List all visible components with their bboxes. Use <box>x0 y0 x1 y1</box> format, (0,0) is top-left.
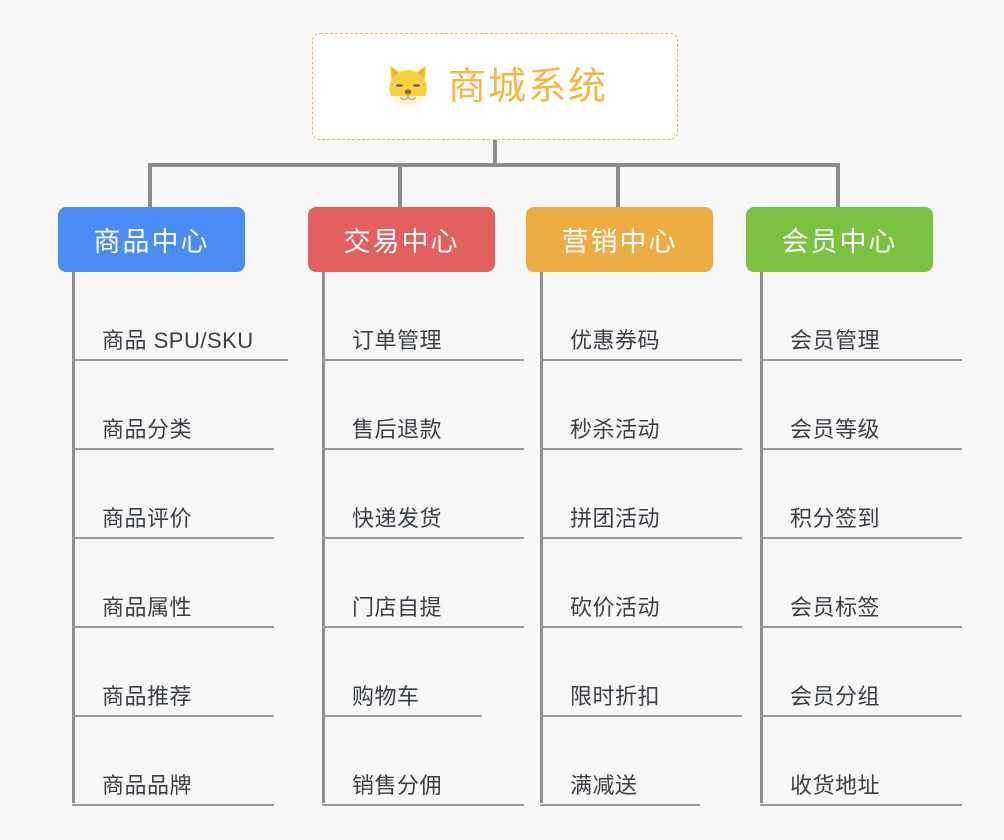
branch-column-member-center: 会员中心 会员管理 会员等级 积分签到 会员标签 会员分组 收货地址 <box>746 207 986 806</box>
leaf-item-label: 秒杀活动 <box>570 417 661 442</box>
leaf-item-label: 拼团活动 <box>570 506 661 531</box>
leaf-item[interactable]: 秒杀活动 <box>526 361 766 450</box>
leaf-item-label: 商品评价 <box>102 506 193 531</box>
leaf-item[interactable]: 拼团活动 <box>526 450 766 539</box>
leaf-item[interactable]: 销售分佣 <box>308 717 548 806</box>
leaf-underline <box>72 804 274 806</box>
leaf-underline <box>540 448 742 450</box>
leaf-item[interactable]: 门店自提 <box>308 539 548 628</box>
branch-column-product-center: 商品中心 商品 SPU/SKU 商品分类 商品评价 商品属性 商品推荐 商品品牌 <box>58 207 298 806</box>
leaf-item-label: 收货地址 <box>790 773 881 798</box>
leaf-item-label: 商品推荐 <box>102 684 193 709</box>
leaf-item-label: 订单管理 <box>352 328 443 353</box>
leaf-underline <box>540 715 742 717</box>
branch-header-label: 营销中心 <box>561 227 678 257</box>
leaf-underline <box>72 359 288 361</box>
leaf-item-label: 快递发货 <box>352 506 443 531</box>
branch-header-member-center[interactable]: 会员中心 <box>746 207 933 272</box>
leaf-item-label: 会员分组 <box>790 684 881 709</box>
leaf-underline <box>760 537 962 539</box>
leaf-item[interactable]: 售后退款 <box>308 361 548 450</box>
leaf-item-label: 会员管理 <box>790 328 881 353</box>
leaf-underline <box>760 626 962 628</box>
leaf-item[interactable]: 收货地址 <box>746 717 986 806</box>
root-node-mall-system[interactable]: 商城系统 <box>312 33 678 140</box>
branch-header-label: 会员中心 <box>781 227 898 257</box>
leaf-item-label: 满减送 <box>570 773 638 798</box>
branch-column-marketing-center: 营销中心 优惠券码 秒杀活动 拼团活动 砍价活动 限时折扣 满减送 <box>526 207 766 806</box>
leaf-item[interactable]: 砍价活动 <box>526 539 766 628</box>
root-node-title: 商城系统 <box>447 65 608 108</box>
leaf-underline <box>72 715 274 717</box>
leaf-item-label: 售后退款 <box>352 417 443 442</box>
branch-header-label: 交易中心 <box>343 227 460 257</box>
leaf-underline <box>72 537 274 539</box>
leaf-item-label: 会员等级 <box>790 417 881 442</box>
leaf-underline <box>540 804 700 806</box>
leaf-underline <box>322 537 524 539</box>
leaf-underline <box>72 626 274 628</box>
connector-horizontal-bar <box>148 163 840 167</box>
leaf-item[interactable]: 会员标签 <box>746 539 986 628</box>
leaf-item-label: 购物车 <box>352 684 420 709</box>
leaf-underline <box>540 626 742 628</box>
leaf-underline <box>72 448 274 450</box>
branch-column-trade-center: 交易中心 订单管理 售后退款 快递发货 门店自提 购物车 销售分佣 <box>308 207 548 806</box>
leaf-list-member-center: 会员管理 会员等级 积分签到 会员标签 会员分组 收货地址 <box>746 272 986 806</box>
leaf-item[interactable]: 商品推荐 <box>58 628 298 717</box>
leaf-underline <box>322 448 524 450</box>
leaf-item-label: 会员标签 <box>790 595 881 620</box>
branch-header-trade-center[interactable]: 交易中心 <box>308 207 495 272</box>
leaf-underline <box>540 537 742 539</box>
leaf-item[interactable]: 快递发货 <box>308 450 548 539</box>
leaf-item[interactable]: 积分签到 <box>746 450 986 539</box>
branch-header-product-center[interactable]: 商品中心 <box>58 207 245 272</box>
leaf-item[interactable]: 商品评价 <box>58 450 298 539</box>
leaf-item-label: 限时折扣 <box>570 684 661 709</box>
leaf-item[interactable]: 会员分组 <box>746 628 986 717</box>
leaf-item[interactable]: 商品属性 <box>58 539 298 628</box>
leaf-underline <box>540 359 742 361</box>
connector-stem <box>493 140 497 166</box>
leaf-underline <box>760 715 962 717</box>
leaf-item[interactable]: 订单管理 <box>308 272 548 361</box>
leaf-item[interactable]: 限时折扣 <box>526 628 766 717</box>
branch-header-marketing-center[interactable]: 营销中心 <box>526 207 713 272</box>
leaf-item[interactable]: 商品品牌 <box>58 717 298 806</box>
leaf-item-label: 销售分佣 <box>352 773 443 798</box>
leaf-underline <box>760 359 962 361</box>
leaf-item-label: 商品 SPU/SKU <box>102 328 254 353</box>
leaf-list-trade-center: 订单管理 售后退款 快递发货 门店自提 购物车 销售分佣 <box>308 272 548 806</box>
leaf-item[interactable]: 会员管理 <box>746 272 986 361</box>
connector-drop-2 <box>616 163 620 208</box>
leaf-item-label: 优惠券码 <box>570 328 661 353</box>
leaf-underline <box>322 359 524 361</box>
leaf-underline <box>322 804 524 806</box>
leaf-item-label: 商品属性 <box>102 595 193 620</box>
leaf-item-label: 商品品牌 <box>102 773 193 798</box>
leaf-item-label: 商品分类 <box>102 417 193 442</box>
leaf-item-label: 积分签到 <box>790 506 881 531</box>
leaf-item[interactable]: 商品 SPU/SKU <box>58 272 298 361</box>
leaf-item[interactable]: 优惠券码 <box>526 272 766 361</box>
connector-drop-3 <box>836 163 840 208</box>
leaf-item[interactable]: 购物车 <box>308 628 548 717</box>
branch-header-label: 商品中心 <box>93 227 210 257</box>
leaf-item[interactable]: 会员等级 <box>746 361 986 450</box>
leaf-item-label: 门店自提 <box>352 595 443 620</box>
connector-drop-1 <box>398 163 402 208</box>
leaf-item[interactable]: 商品分类 <box>58 361 298 450</box>
leaf-underline <box>322 715 482 717</box>
shiba-inu-dog-icon <box>389 65 427 107</box>
leaf-item[interactable]: 满减送 <box>526 717 766 806</box>
leaf-item-label: 砍价活动 <box>570 595 661 620</box>
leaf-underline <box>760 804 962 806</box>
leaf-underline <box>322 626 524 628</box>
leaf-underline <box>760 448 962 450</box>
connector-drop-0 <box>148 163 152 208</box>
leaf-list-product-center: 商品 SPU/SKU 商品分类 商品评价 商品属性 商品推荐 商品品牌 <box>58 272 298 806</box>
leaf-list-marketing-center: 优惠券码 秒杀活动 拼团活动 砍价活动 限时折扣 满减送 <box>526 272 766 806</box>
